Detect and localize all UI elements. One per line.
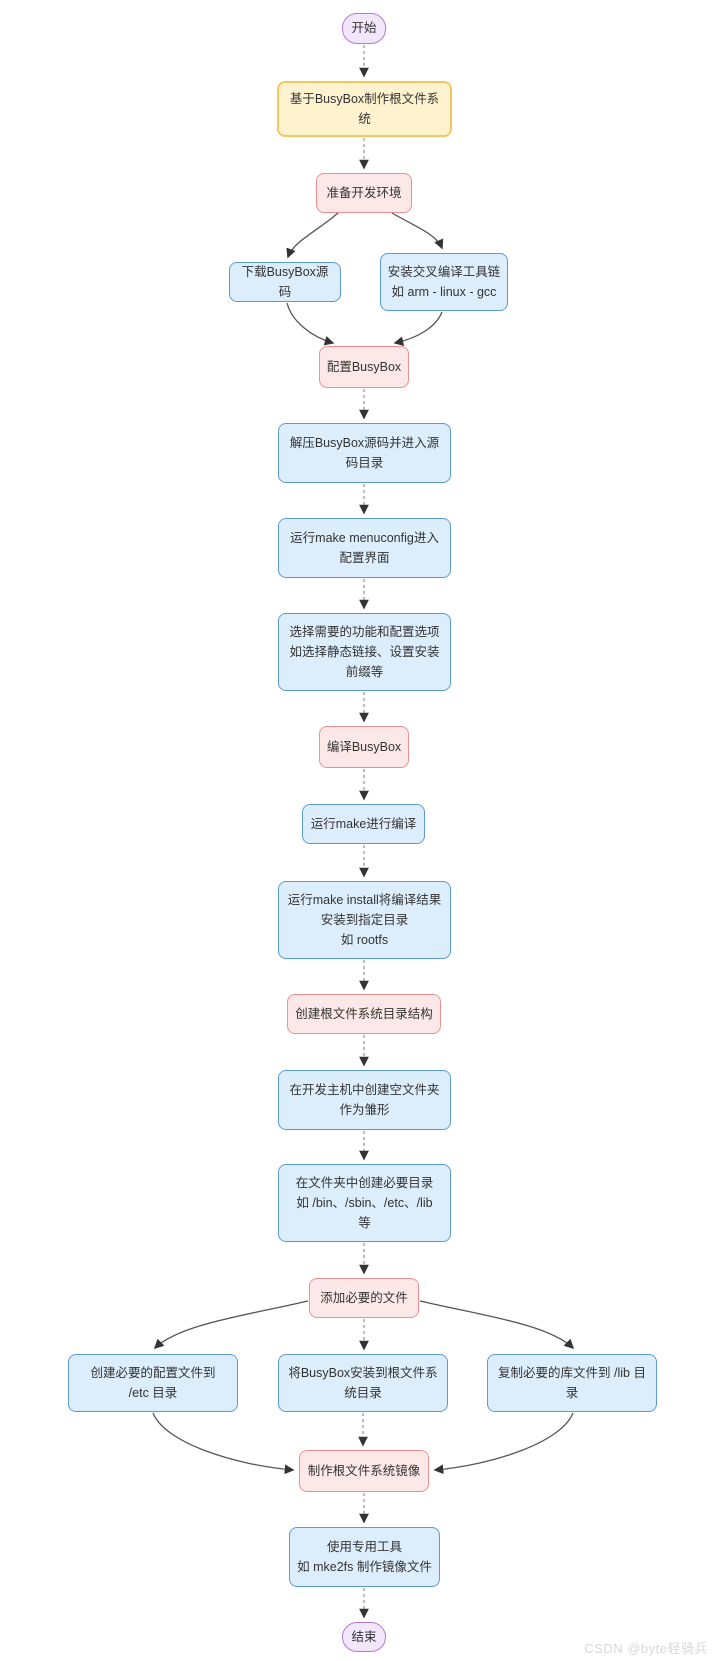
node-compile: 编译BusyBox xyxy=(319,726,409,768)
arrow-toolchain-configure xyxy=(393,311,443,347)
node-use-tool: 使用专用工具 如 mke2fs 制作镜像文件 xyxy=(289,1527,440,1587)
node-make-image: 制作根文件系统镜像 xyxy=(299,1450,429,1492)
arrow-addfiles-libs xyxy=(419,1300,575,1350)
arrow-config-image xyxy=(152,1412,295,1475)
node-run-make: 运行make进行编译 xyxy=(302,804,425,844)
node-make-install: 运行make install将编译结果 安装到指定目录 如 rootfs xyxy=(278,881,451,959)
node-install-toolchain: 安装交叉编译工具链 如 arm - linux - gcc xyxy=(380,253,508,311)
arrow-addfiles-config xyxy=(153,1300,309,1350)
node-start: 开始 xyxy=(342,13,386,44)
node-menuconfig: 运行make menuconfig进入 配置界面 xyxy=(278,518,451,578)
node-prepare-env: 准备开发环境 xyxy=(316,173,412,213)
node-add-files: 添加必要的文件 xyxy=(309,1278,419,1318)
node-select-options: 选择需要的功能和配置选项 如选择静态链接、设置安装 前缀等 xyxy=(278,613,451,691)
arrow-prepare-toolchain xyxy=(391,212,444,250)
arrow-libs-image xyxy=(433,1412,574,1475)
node-empty-folder: 在开发主机中创建空文件夹 作为雏形 xyxy=(278,1070,451,1130)
node-create-structure: 创建根文件系统目录结构 xyxy=(287,994,441,1034)
node-extract: 解压BusyBox源码并进入源 码目录 xyxy=(278,423,451,483)
csdn-watermark: CSDN @byte轻骑兵 xyxy=(584,1641,708,1656)
node-configure: 配置BusyBox xyxy=(319,346,409,388)
node-create-config: 创建必要的配置文件到 /etc 目录 xyxy=(68,1354,238,1412)
node-copy-libs: 复制必要的库文件到 /lib 目 录 xyxy=(487,1354,657,1412)
arrow-download-configure xyxy=(286,302,335,346)
node-end: 结束 xyxy=(342,1622,386,1652)
node-make-rootfs: 基于BusyBox制作根文件系 统 xyxy=(277,81,452,137)
node-install-rootfs: 将BusyBox安装到根文件系 统目录 xyxy=(278,1354,448,1412)
arrow-prepare-download xyxy=(286,212,339,259)
node-download-src: 下载BusyBox源码 xyxy=(229,262,341,302)
node-create-dirs: 在文件夹中创建必要目录 如 /bin、/sbin、/etc、/lib 等 xyxy=(278,1164,451,1242)
